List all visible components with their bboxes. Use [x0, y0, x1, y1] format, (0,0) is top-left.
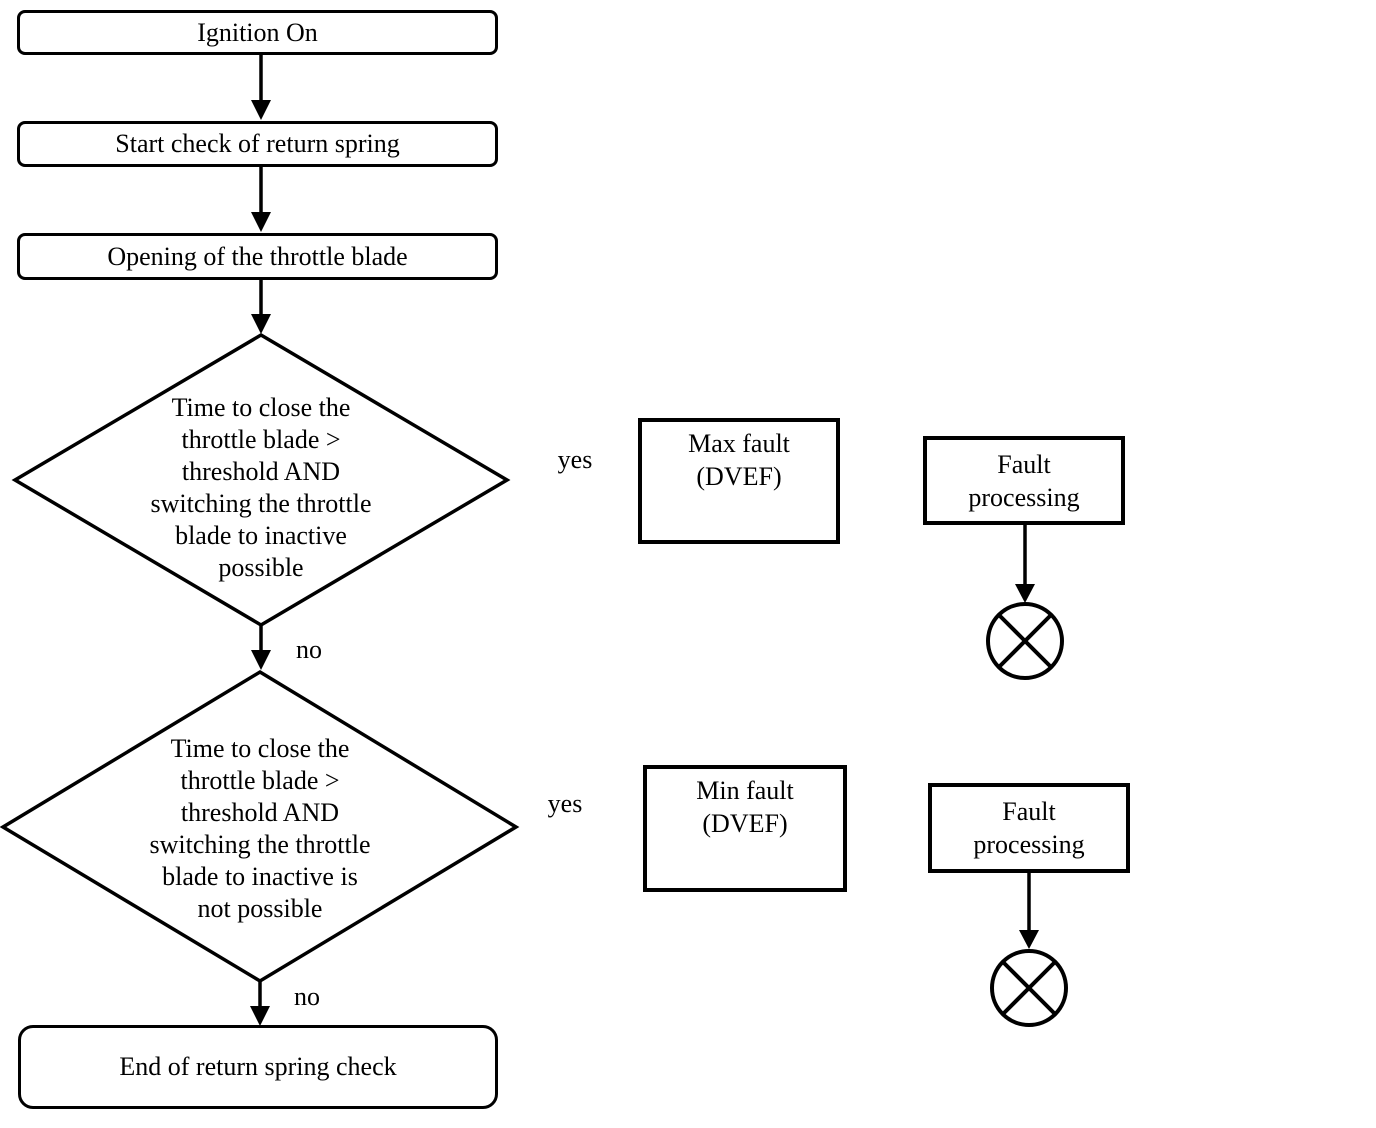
arrow-decision1-no-to-decision2 [251, 625, 271, 670]
arrow-decision2-no-to-end [250, 980, 270, 1026]
edge-label-decision2-yes: yes [547, 789, 583, 818]
decision1-diamond-shape [11, 332, 511, 628]
decision2-diamond-shape [0, 669, 520, 984]
node-start-check-label: Start check of return spring [115, 129, 400, 158]
node-max-fault-dvef: Max fault (DVEF) [638, 418, 840, 544]
node-opening-throttle-blade-label: Opening of the throttle blade [107, 241, 408, 271]
edge-label-decision2-no: no [294, 982, 320, 1011]
node-min-fault-dvef-label: Min fault (DVEF) [696, 776, 794, 838]
terminator-circle-x-icon [986, 602, 1064, 680]
node-min-fault-dvef: Min fault (DVEF) [643, 765, 847, 892]
node-fault-processing-1: Fault processing [923, 436, 1125, 525]
edge-label-decision1-no: no [296, 635, 322, 664]
node-fault-processing-2-label: Fault processing [973, 797, 1085, 859]
arrow-fault-processing1-to-terminator [1015, 525, 1035, 603]
arrow-fault-processing2-to-terminator [1019, 873, 1039, 949]
decision2-text: Time to close the throttle blade > thres… [149, 734, 371, 923]
node-end-return-spring-check-label: End of return spring check [119, 1052, 397, 1081]
edge-label-decision1-yes: yes [557, 445, 593, 474]
node-ignition-on: Ignition On [17, 10, 498, 55]
node-fault-processing-2: Fault processing [928, 783, 1130, 873]
node-max-fault-dvef-label: Max fault (DVEF) [688, 429, 790, 491]
node-opening-throttle-blade: Opening of the throttle blade [17, 233, 498, 280]
node-fault-processing-1-label: Fault processing [968, 450, 1080, 512]
arrow-opening-to-decision1 [251, 280, 271, 334]
arrow-ignition-to-start [251, 55, 271, 120]
terminator-circle-x-icon [990, 949, 1068, 1027]
node-ignition-on-label: Ignition On [197, 17, 318, 47]
arrow-start-to-opening [251, 167, 271, 232]
node-start-check: Start check of return spring [17, 121, 498, 167]
node-end-return-spring-check: End of return spring check [18, 1025, 498, 1109]
decision1-text: Time to close the throttle blade > thres… [150, 393, 372, 582]
